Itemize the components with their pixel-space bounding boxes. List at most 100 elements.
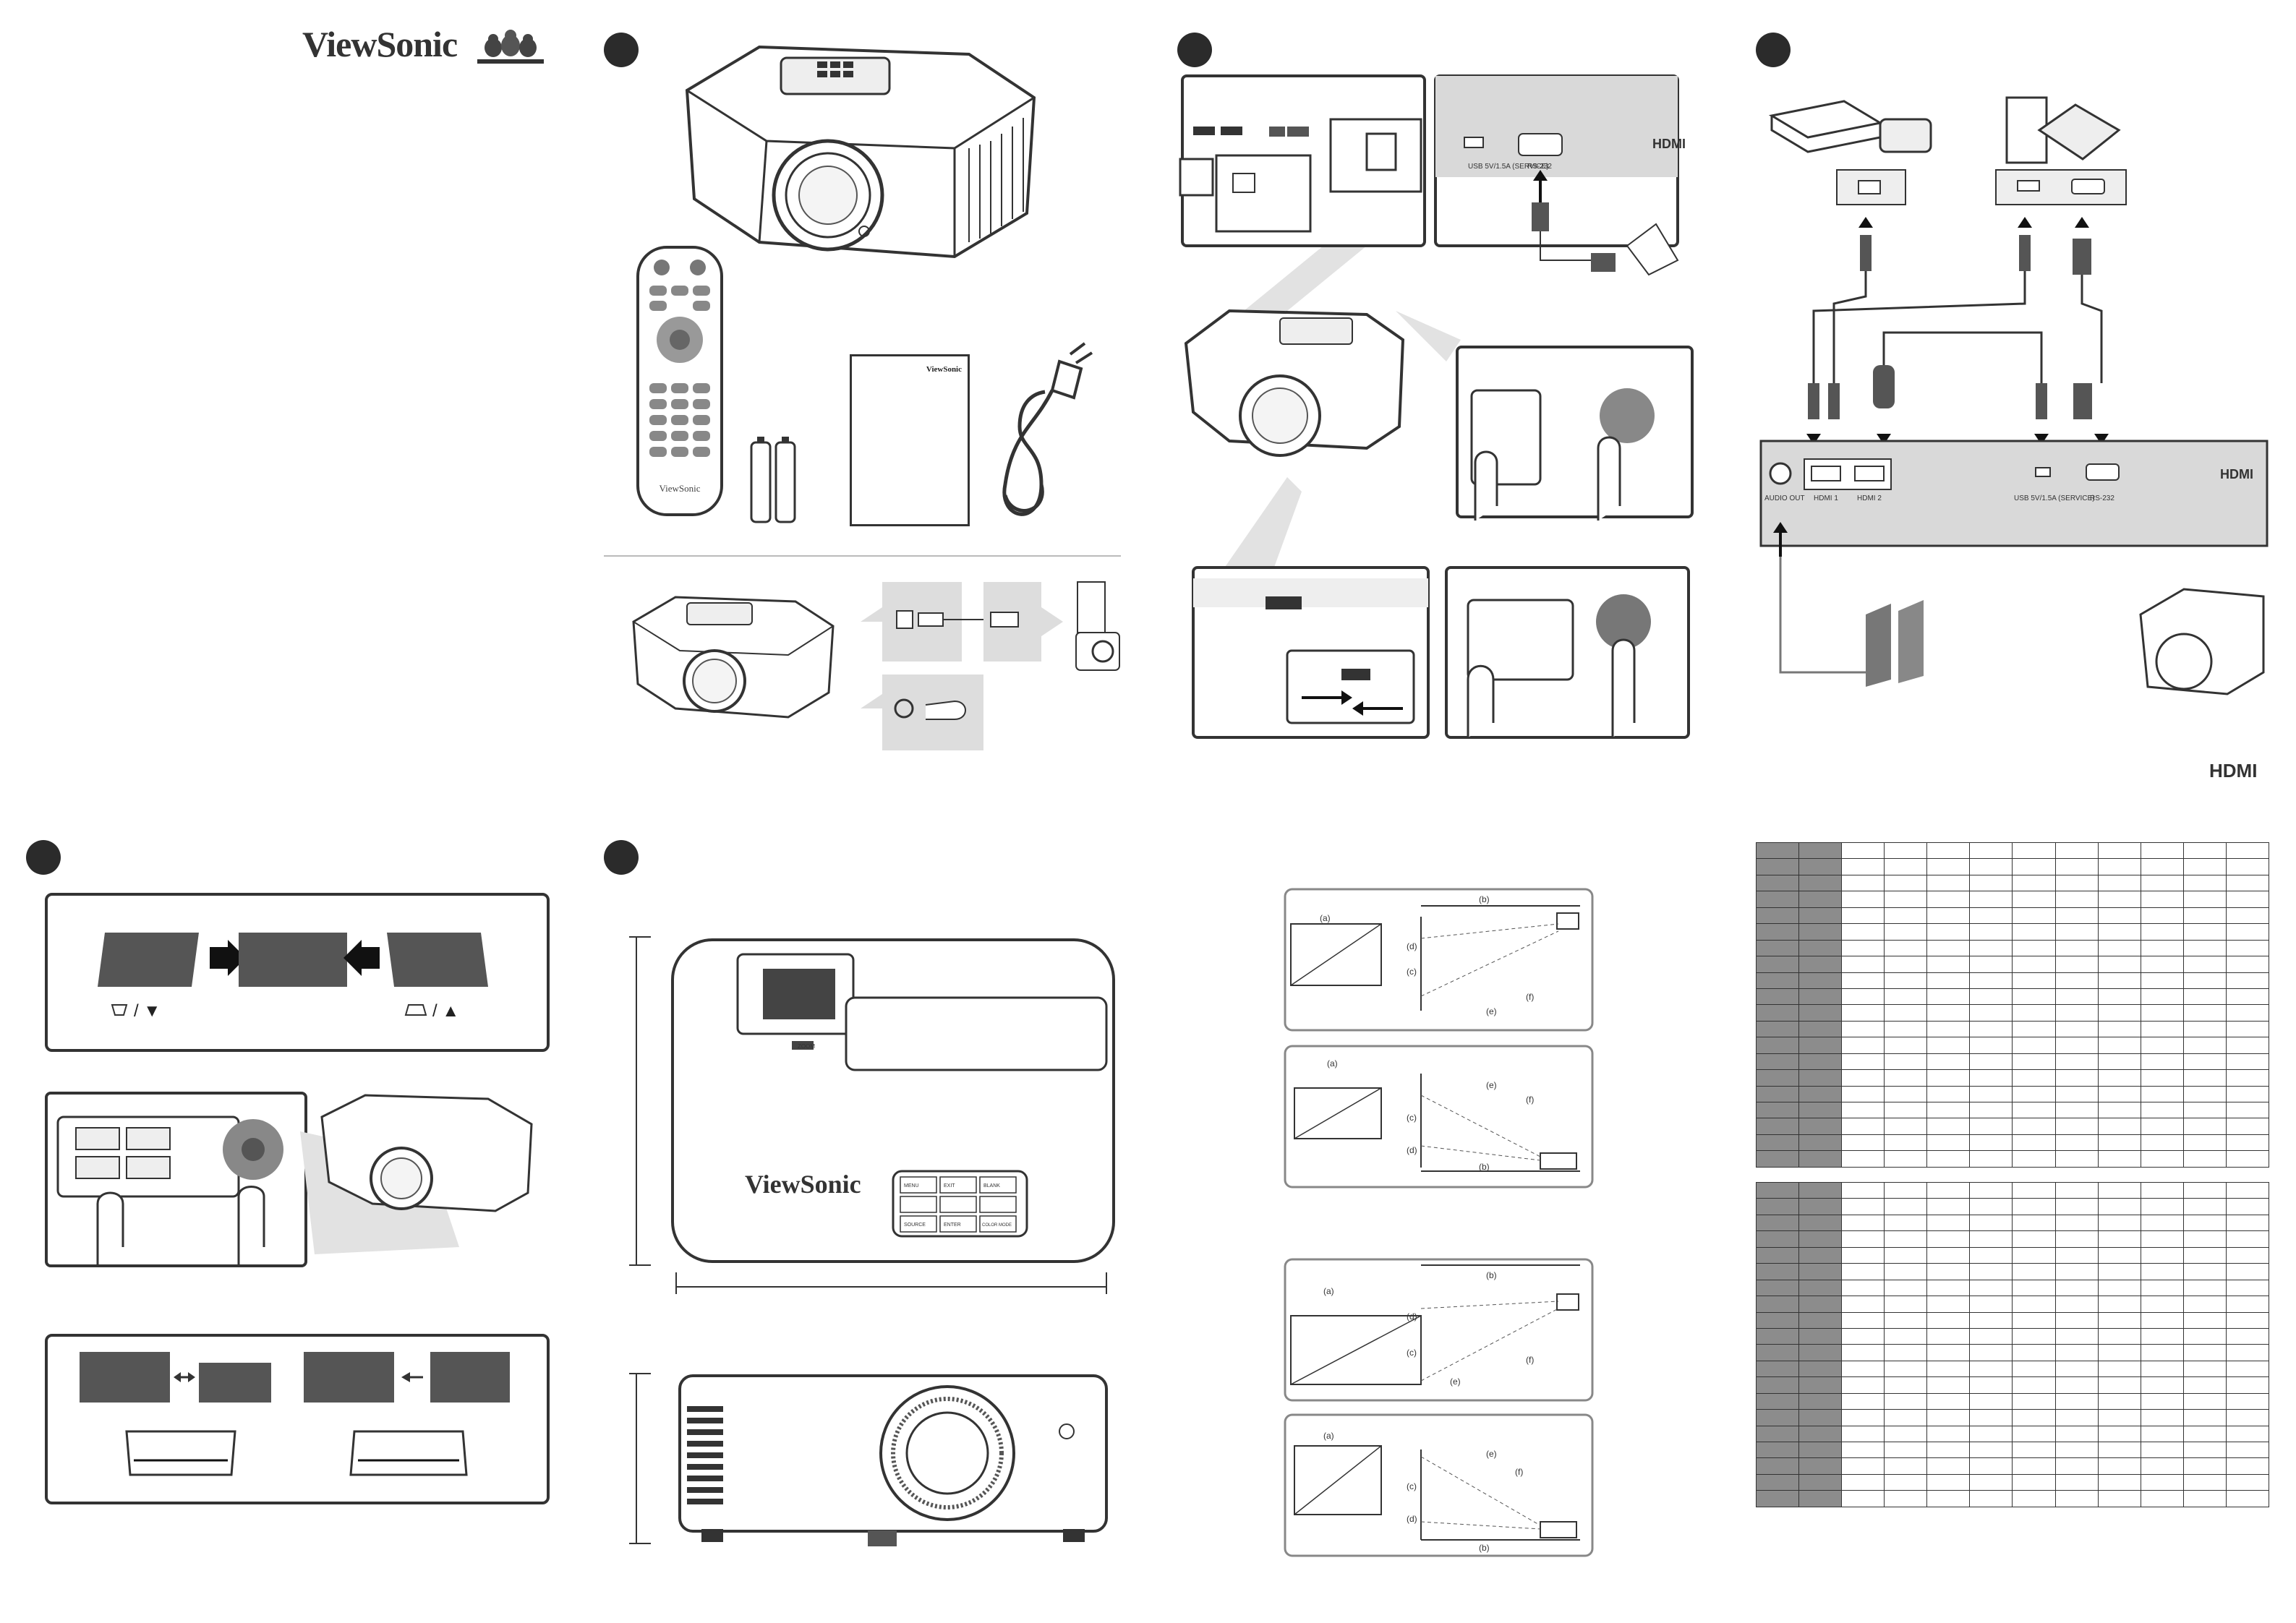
table-cell: [1969, 842, 2013, 860]
table-cell: [1798, 1490, 1843, 1507]
table-cell: [2097, 1344, 2141, 1361]
projector-front-view: [629, 1373, 1108, 1546]
power-cord-icon: [1002, 342, 1093, 516]
table-cell: [2012, 956, 2056, 973]
table-cell: [2140, 1425, 2184, 1443]
table-cell: [1926, 1457, 1971, 1475]
table-cell: [2182, 1214, 2227, 1232]
table-cell: [2012, 1441, 2056, 1459]
table-cell: [1969, 1296, 2013, 1313]
table-cell: [1926, 1311, 1971, 1329]
table-cell: [1841, 858, 1885, 875]
table-cell: [1755, 858, 1800, 875]
table-cell: [1969, 1360, 2013, 1378]
table-cell: [2054, 1360, 2099, 1378]
table-cell: [2097, 939, 2141, 957]
table-cell: [1969, 874, 2013, 892]
label-a-4: (a): [1323, 1431, 1334, 1441]
table-row: [1755, 1101, 2270, 1119]
table-cell: [1841, 1069, 1885, 1087]
table-row: [1755, 1230, 2270, 1248]
table-cell: [1884, 1457, 1928, 1475]
table-cell: [2140, 956, 2184, 973]
table-cell: [1798, 1037, 1843, 1054]
table-cell: [1926, 1279, 1971, 1297]
table-cell: [1884, 1214, 1928, 1232]
table-cell: [2054, 1457, 2099, 1475]
table-cell: [2225, 1118, 2270, 1135]
table-cell: [1841, 956, 1885, 973]
table-cell: [2225, 1263, 2270, 1280]
table-cell: [2182, 939, 2227, 957]
projection-diagram-1: (a) (b) (c) (d) (e) (f): [1284, 888, 1594, 1032]
table-cell: [1755, 1473, 1800, 1491]
label-d: (d): [1407, 941, 1417, 951]
table-cell: [1755, 1198, 1800, 1215]
table-cell: [1755, 1246, 1800, 1264]
table-row: [1755, 972, 2270, 989]
table-cell: [1841, 1037, 1885, 1054]
table-cell: [2012, 1327, 2056, 1345]
table-cell: [1969, 972, 2013, 989]
step-badge-4: [26, 840, 61, 875]
table-cell: [2182, 1101, 2227, 1119]
table-cell: [1798, 1425, 1843, 1443]
table-cell: [2054, 1376, 2099, 1394]
table-cell: [2225, 1441, 2270, 1459]
table-cell: [2054, 1392, 2099, 1410]
table-cell: [1884, 1360, 1928, 1378]
table-cell: [1926, 1134, 1971, 1152]
projection-diagram-4: (a) (b) (c) (d) (e) (f): [1284, 1413, 1594, 1557]
table-cell: [1841, 923, 1885, 941]
table-cell: [2012, 1118, 2056, 1135]
table-cell: [1884, 1118, 1928, 1135]
keystone-diagram: [98, 933, 488, 1016]
table-cell: [1884, 923, 1928, 941]
table-row: [1755, 1020, 2270, 1038]
table-cell: [2182, 1344, 2227, 1361]
table-cell: [1755, 1360, 1800, 1378]
table-row: [1755, 1441, 2270, 1459]
table-cell: [2225, 842, 2270, 860]
table-cell: [1755, 1263, 1800, 1280]
table-row: [1755, 1181, 2270, 1199]
table-row: [1755, 1053, 2270, 1071]
table-cell: [1926, 1181, 1971, 1199]
table-cell: [2225, 1376, 2270, 1394]
port-hdmi1: HDMI 1: [1814, 494, 1838, 502]
table-cell: [1798, 1134, 1843, 1152]
table-cell: [1755, 1053, 1800, 1071]
table-cell: [1841, 1118, 1885, 1135]
table-cell: [2097, 1101, 2141, 1119]
table-cell: [1884, 1053, 1928, 1071]
table-cell: [2182, 1457, 2227, 1475]
table-cell: [2012, 1246, 2056, 1264]
table-cell: [2140, 1490, 2184, 1507]
table-cell: [1755, 1376, 1800, 1394]
label-c-4: (c): [1407, 1481, 1417, 1491]
table-cell: [1755, 1409, 1800, 1426]
table-cell: [2054, 988, 2099, 1006]
table-cell: [2182, 1118, 2227, 1135]
table-cell: [1755, 956, 1800, 973]
table-cell: [1884, 1409, 1928, 1426]
table-cell: [2225, 1150, 2270, 1168]
table-cell: [1798, 1376, 1843, 1394]
table-cell: [1884, 1296, 1928, 1313]
projector-top-view: ZOOM ViewSonic MENU EXIT BLANK SOURCE EN…: [629, 936, 1115, 1294]
table-cell: [1884, 1311, 1928, 1329]
table-cell: [2097, 1246, 2141, 1264]
table-cell: [2182, 1230, 2227, 1248]
table-cell: [2140, 874, 2184, 892]
table-cell: [1841, 1230, 1885, 1248]
table-row: [1755, 1246, 2270, 1264]
table-cell: [2182, 1020, 2227, 1038]
table-cell: [2225, 891, 2270, 908]
remote-control-illustration: ViewSonic: [636, 246, 723, 516]
table-cell: [2054, 1181, 2099, 1199]
table-cell: [2140, 1020, 2184, 1038]
table-cell: [1798, 1230, 1843, 1248]
table-cell: [1926, 1037, 1971, 1054]
table-cell: [1841, 1101, 1885, 1119]
table-cell: [2225, 1327, 2270, 1345]
